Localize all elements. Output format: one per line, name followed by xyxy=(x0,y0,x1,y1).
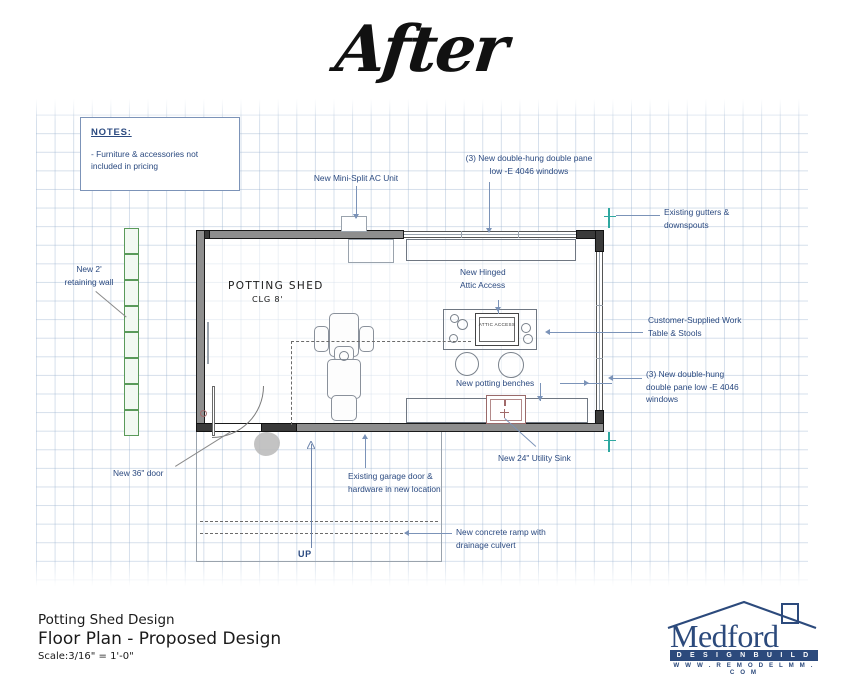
notes-heading: NOTES: xyxy=(91,127,132,138)
notes-body: - Furniture & accessories not included i… xyxy=(91,149,199,172)
notes-box: NOTES: - Furniture & accessories not inc… xyxy=(80,117,240,191)
sheet-name: Floor Plan - Proposed Design xyxy=(38,629,282,649)
project-name: Potting Shed Design xyxy=(38,612,175,628)
arrow-mini-split xyxy=(353,214,359,219)
leader-concrete-ramp xyxy=(408,533,452,534)
page-title: After xyxy=(332,12,510,87)
logo-tagline: D E S I G N B U I L D xyxy=(670,650,818,661)
annotation-windows-right: (3) New double-hung double pane low -E 4… xyxy=(646,369,739,405)
logo-url: W W W . R E M O D E L M M . C O M xyxy=(673,662,815,676)
arrow-garage-door xyxy=(362,434,368,439)
arrow-windows-right xyxy=(608,375,613,381)
annotation-new-door: New 36" door xyxy=(113,468,164,478)
annotation-retaining-wall: New 2' retaining wall xyxy=(64,264,114,287)
annotation-mini-split: New Mini-Split AC Unit xyxy=(313,173,399,183)
annotation-gutters: Existing gutters & downspouts xyxy=(664,207,730,230)
annotation-concrete-ramp: New concrete ramp with drainage culvert xyxy=(456,527,546,550)
arrow-work-table xyxy=(545,329,550,335)
title-block: Potting Shed Design Floor Plan - Propose… xyxy=(38,612,281,662)
leader-windows-right xyxy=(612,378,642,379)
leader-gutters xyxy=(616,215,660,216)
leader-garage-door xyxy=(365,436,366,468)
annotation-work-table: Customer-Supplied Work Table & Stools xyxy=(648,315,742,338)
drawing-scale: Scale:3/16" = 1'-0" xyxy=(38,651,134,662)
arrow-concrete-ramp xyxy=(404,530,409,536)
leader-work-table xyxy=(549,332,643,333)
logo-wordmark: Medford xyxy=(670,618,779,654)
leader-windows-top xyxy=(489,182,490,232)
company-logo: Medford D E S I G N B U I L D W W W . R … xyxy=(666,598,822,676)
annotation-windows-top: (3) New double-hung double pane low -E 4… xyxy=(465,153,593,176)
arrow-bench-down xyxy=(537,396,543,401)
annotation-utility-sink: New 24" Utility Sink xyxy=(498,453,571,463)
annotation-attic-access: New Hinged Attic Access xyxy=(460,267,506,290)
house-roof-icon xyxy=(667,600,817,630)
leader-bench-down xyxy=(540,383,541,401)
annotation-garage-door: Existing garage door & hardware in new l… xyxy=(348,471,441,494)
arrow-attic-access xyxy=(495,307,501,312)
annotation-potting-benches: New potting benches xyxy=(456,378,535,388)
arrow-windows-top xyxy=(486,228,492,233)
leader-mini-split xyxy=(356,186,357,218)
arrow-bench-right xyxy=(584,380,589,386)
